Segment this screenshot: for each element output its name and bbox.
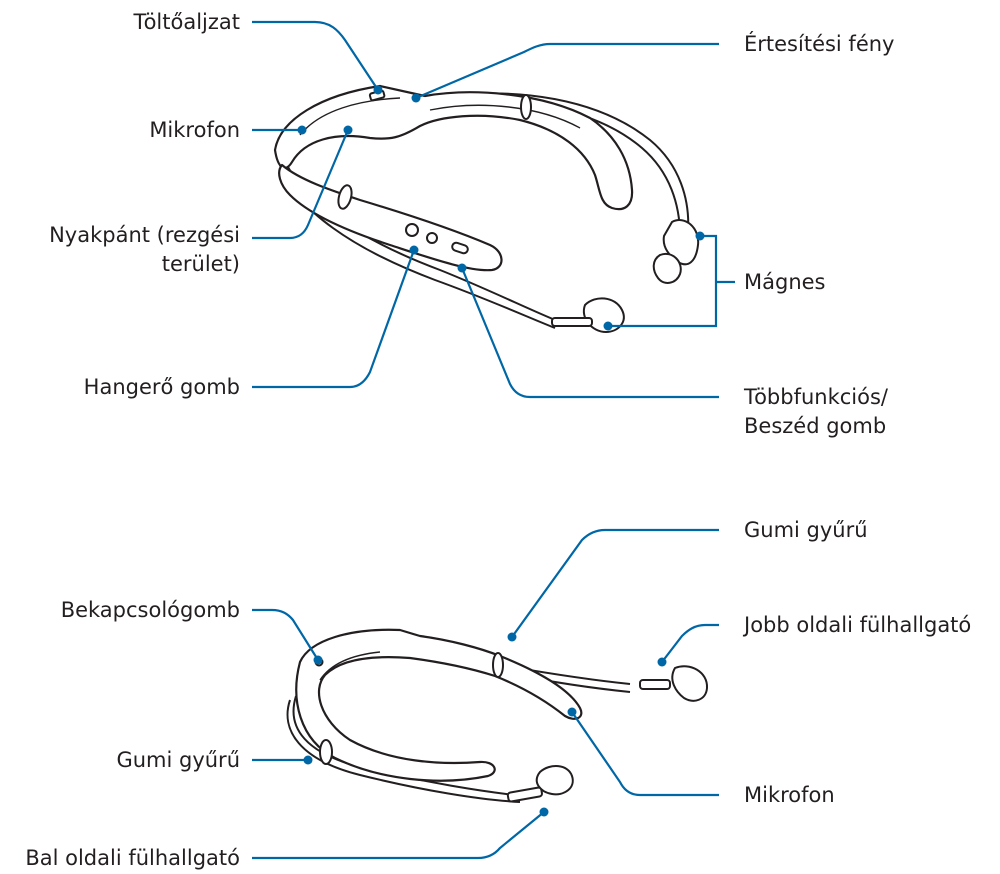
label-magnet: Mágnes xyxy=(744,269,826,295)
label-multifunction-line1: Többfunkciós/ xyxy=(744,384,888,410)
label-left-earphone: Bal oldali fülhallgató xyxy=(25,845,240,871)
label-charging-port: Töltőaljzat xyxy=(133,9,240,35)
bottom-headset-illustration xyxy=(288,630,707,802)
label-multifunction-line2: Beszéd gomb xyxy=(744,413,886,439)
label-microphone-bottom: Mikrofon xyxy=(744,782,835,808)
label-right-earphone: Jobb oldali fülhallgató xyxy=(744,612,971,638)
label-power-button: Bekapcsológomb xyxy=(61,597,240,623)
label-notification-light: Értesítési fény xyxy=(744,31,895,57)
bottom-right-earbud xyxy=(672,666,707,701)
bottom-neckband-body xyxy=(296,630,581,781)
label-neckband-line1: Nyakpánt (rezgési xyxy=(49,222,240,248)
label-microphone-top: Mikrofon xyxy=(149,117,240,143)
label-volume-button: Hangerő gomb xyxy=(84,374,240,400)
label-rubber-ring-left: Gumi gyűrű xyxy=(116,747,240,773)
neckband-lower-arm xyxy=(279,165,501,270)
label-rubber-ring-top: Gumi gyűrű xyxy=(744,517,868,543)
label-neckband-line2: terület) xyxy=(162,251,240,277)
top-headset-illustration xyxy=(275,86,698,332)
